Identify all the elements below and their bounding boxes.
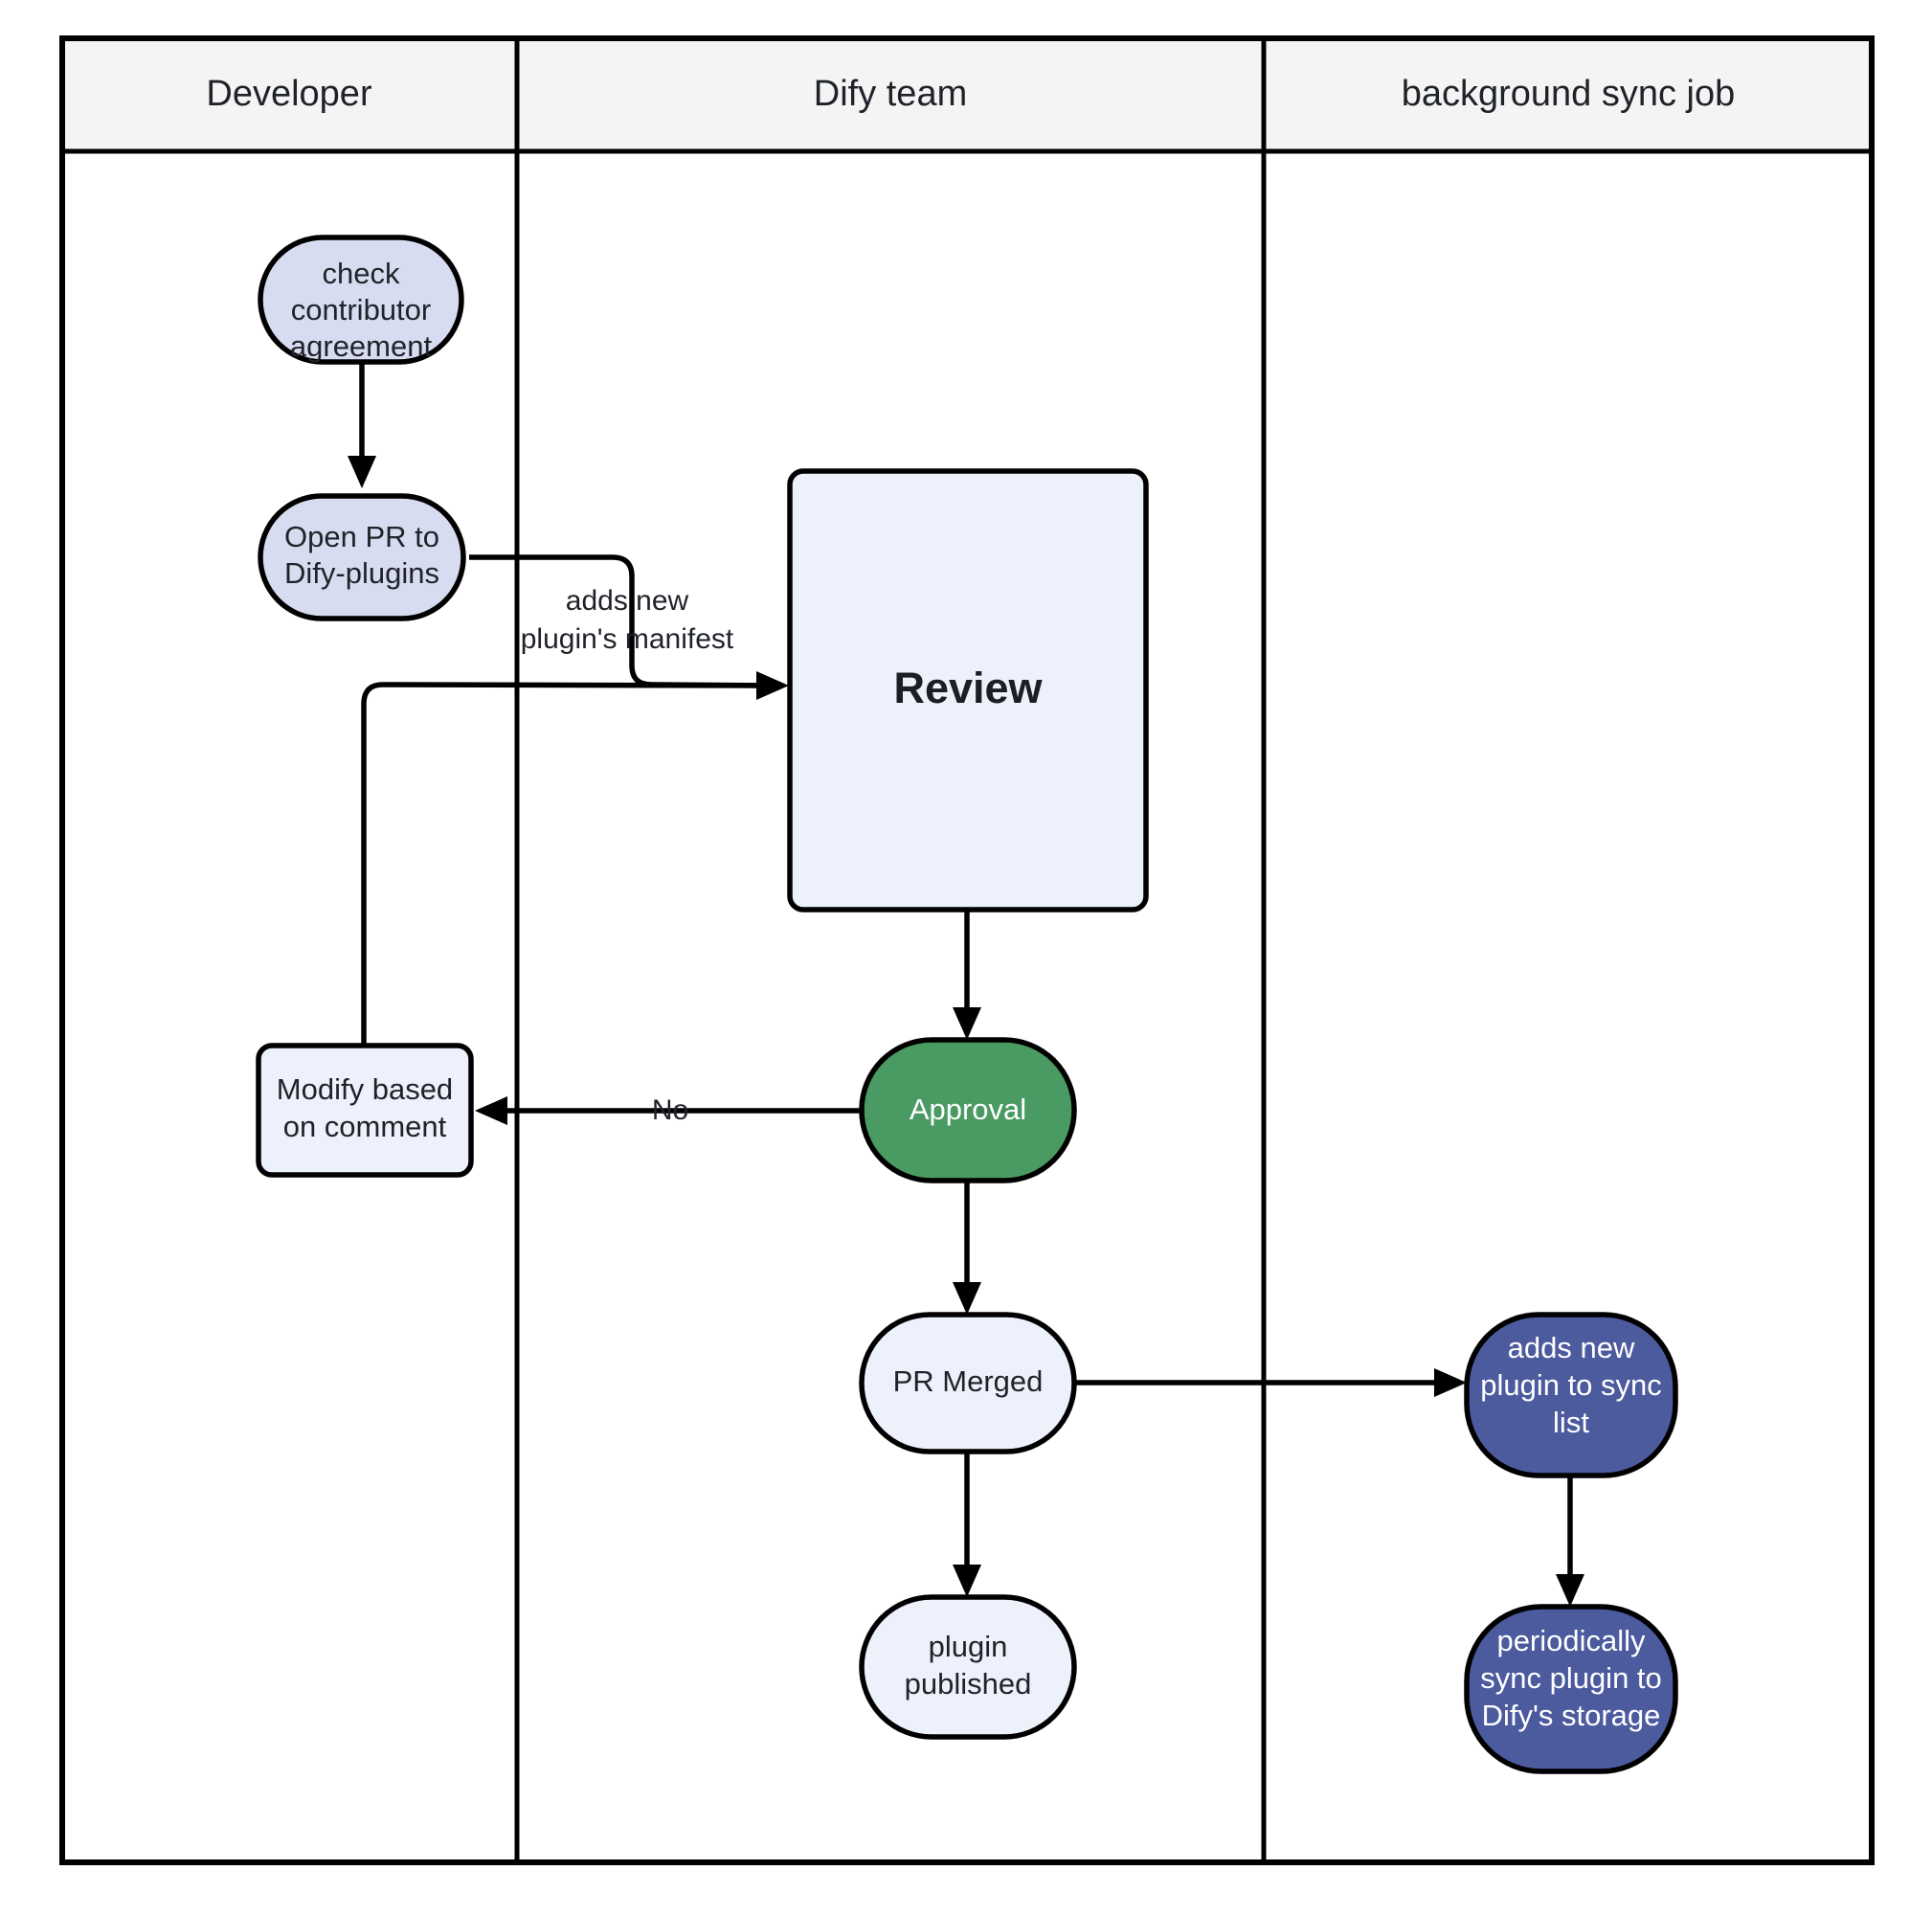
edge-pr-merged-to-sync-list [1074, 1368, 1467, 1397]
node-adds-new-plugin-to-sync-list[interactable]: adds new plugin to sync list [1464, 1312, 1678, 1478]
node-label-plugin-published-line2: published [905, 1667, 1032, 1701]
node-review[interactable]: Review [787, 468, 1149, 912]
node-open-pr[interactable]: Open PR to Dify-plugins [258, 493, 466, 621]
edge-approval-to-pr-merged [953, 1181, 981, 1315]
node-label-periodic-sync-line1: periodically [1496, 1624, 1646, 1657]
node-plugin-published[interactable]: plugin published [859, 1594, 1077, 1740]
node-label-sync-list-line1: adds new [1508, 1331, 1635, 1364]
edge-arrowhead-e9 [1556, 1574, 1584, 1607]
edge-arrowhead-e4 [475, 1096, 507, 1125]
edge-arrowhead-e2 [756, 671, 789, 700]
edge-labels-layer: adds new plugin's manifest No [521, 585, 734, 1126]
node-label-approval: Approval [910, 1093, 1026, 1126]
edge-sync-list-to-periodic-sync [1556, 1475, 1584, 1607]
node-shape-periodically-sync-plugin[interactable] [1464, 1604, 1678, 1774]
node-label-open-pr-line1: Open PR to [284, 520, 439, 553]
node-label-sync-list-line3: list [1553, 1406, 1589, 1439]
edge-approval-to-modify [475, 1096, 862, 1125]
edge-arrowhead-e6 [953, 1282, 981, 1315]
lane-header-band [62, 38, 1872, 151]
edge-arrowhead-e3 [953, 1007, 981, 1040]
node-approval[interactable]: Approval [859, 1037, 1077, 1183]
edges-layer [348, 362, 1584, 1607]
edge-arrowhead-e7 [953, 1565, 981, 1597]
diagram-outer-frame [59, 35, 1875, 1865]
edge-label-no: No [652, 1094, 688, 1126]
edge-label-adds-manifest-line1: adds new [566, 585, 689, 617]
lane-header-background-sync-job: background sync job [1402, 74, 1736, 114]
node-label-sync-list-line2: plugin to sync [1480, 1368, 1662, 1402]
node-shape-review[interactable] [787, 468, 1149, 912]
node-shape-pr-merged[interactable] [859, 1312, 1077, 1454]
node-label-open-pr-line2: Dify-plugins [284, 556, 439, 590]
node-label-check-agreement-line3: agreement [290, 329, 433, 363]
node-label-plugin-published-line1: plugin [929, 1630, 1008, 1663]
node-shape-check-contributor-agreement[interactable] [258, 235, 464, 365]
node-shape-approval[interactable] [859, 1037, 1077, 1183]
lane-header-dify-team: Dify team [814, 74, 967, 114]
edge-line-e5 [361, 682, 773, 1046]
node-label-check-agreement-line1: check [323, 257, 400, 290]
node-label-review: Review [893, 664, 1043, 712]
node-check-contributor-agreement[interactable]: check contributor agreement [258, 235, 464, 365]
node-label-modify-line1: Modify based [277, 1072, 453, 1106]
edge-modify-to-review [361, 682, 773, 1046]
node-label-modify-line2: on comment [283, 1110, 447, 1143]
edge-pr-merged-to-plugin-published [953, 1452, 981, 1597]
edge-label-adds-manifest-line2: plugin's manifest [521, 623, 734, 655]
node-shape-open-pr[interactable] [258, 493, 466, 621]
node-shape-modify-based-on-comment[interactable] [256, 1043, 474, 1178]
lane-header-developer: Developer [206, 74, 372, 114]
edge-arrowhead-e1 [348, 456, 376, 488]
node-periodically-sync-plugin[interactable]: periodically sync plugin to Dify's stora… [1464, 1604, 1678, 1774]
node-pr-merged[interactable]: PR Merged [859, 1312, 1077, 1454]
edge-review-to-approval [953, 910, 981, 1040]
edge-arrowhead-e8 [1434, 1368, 1467, 1397]
node-label-check-agreement-line2: contributor [291, 293, 431, 327]
node-modify-based-on-comment[interactable]: Modify based on comment [256, 1043, 474, 1178]
node-shape-plugin-published[interactable] [859, 1594, 1077, 1740]
node-label-periodic-sync-line2: sync plugin to [1480, 1661, 1662, 1695]
node-shape-adds-new-plugin-to-sync-list[interactable] [1464, 1312, 1678, 1478]
lane-dividers [62, 38, 1872, 1862]
node-label-pr-merged: PR Merged [893, 1364, 1044, 1398]
node-label-periodic-sync-line3: Dify's storage [1482, 1699, 1661, 1732]
edge-check-agreement-to-open-pr [348, 362, 376, 488]
